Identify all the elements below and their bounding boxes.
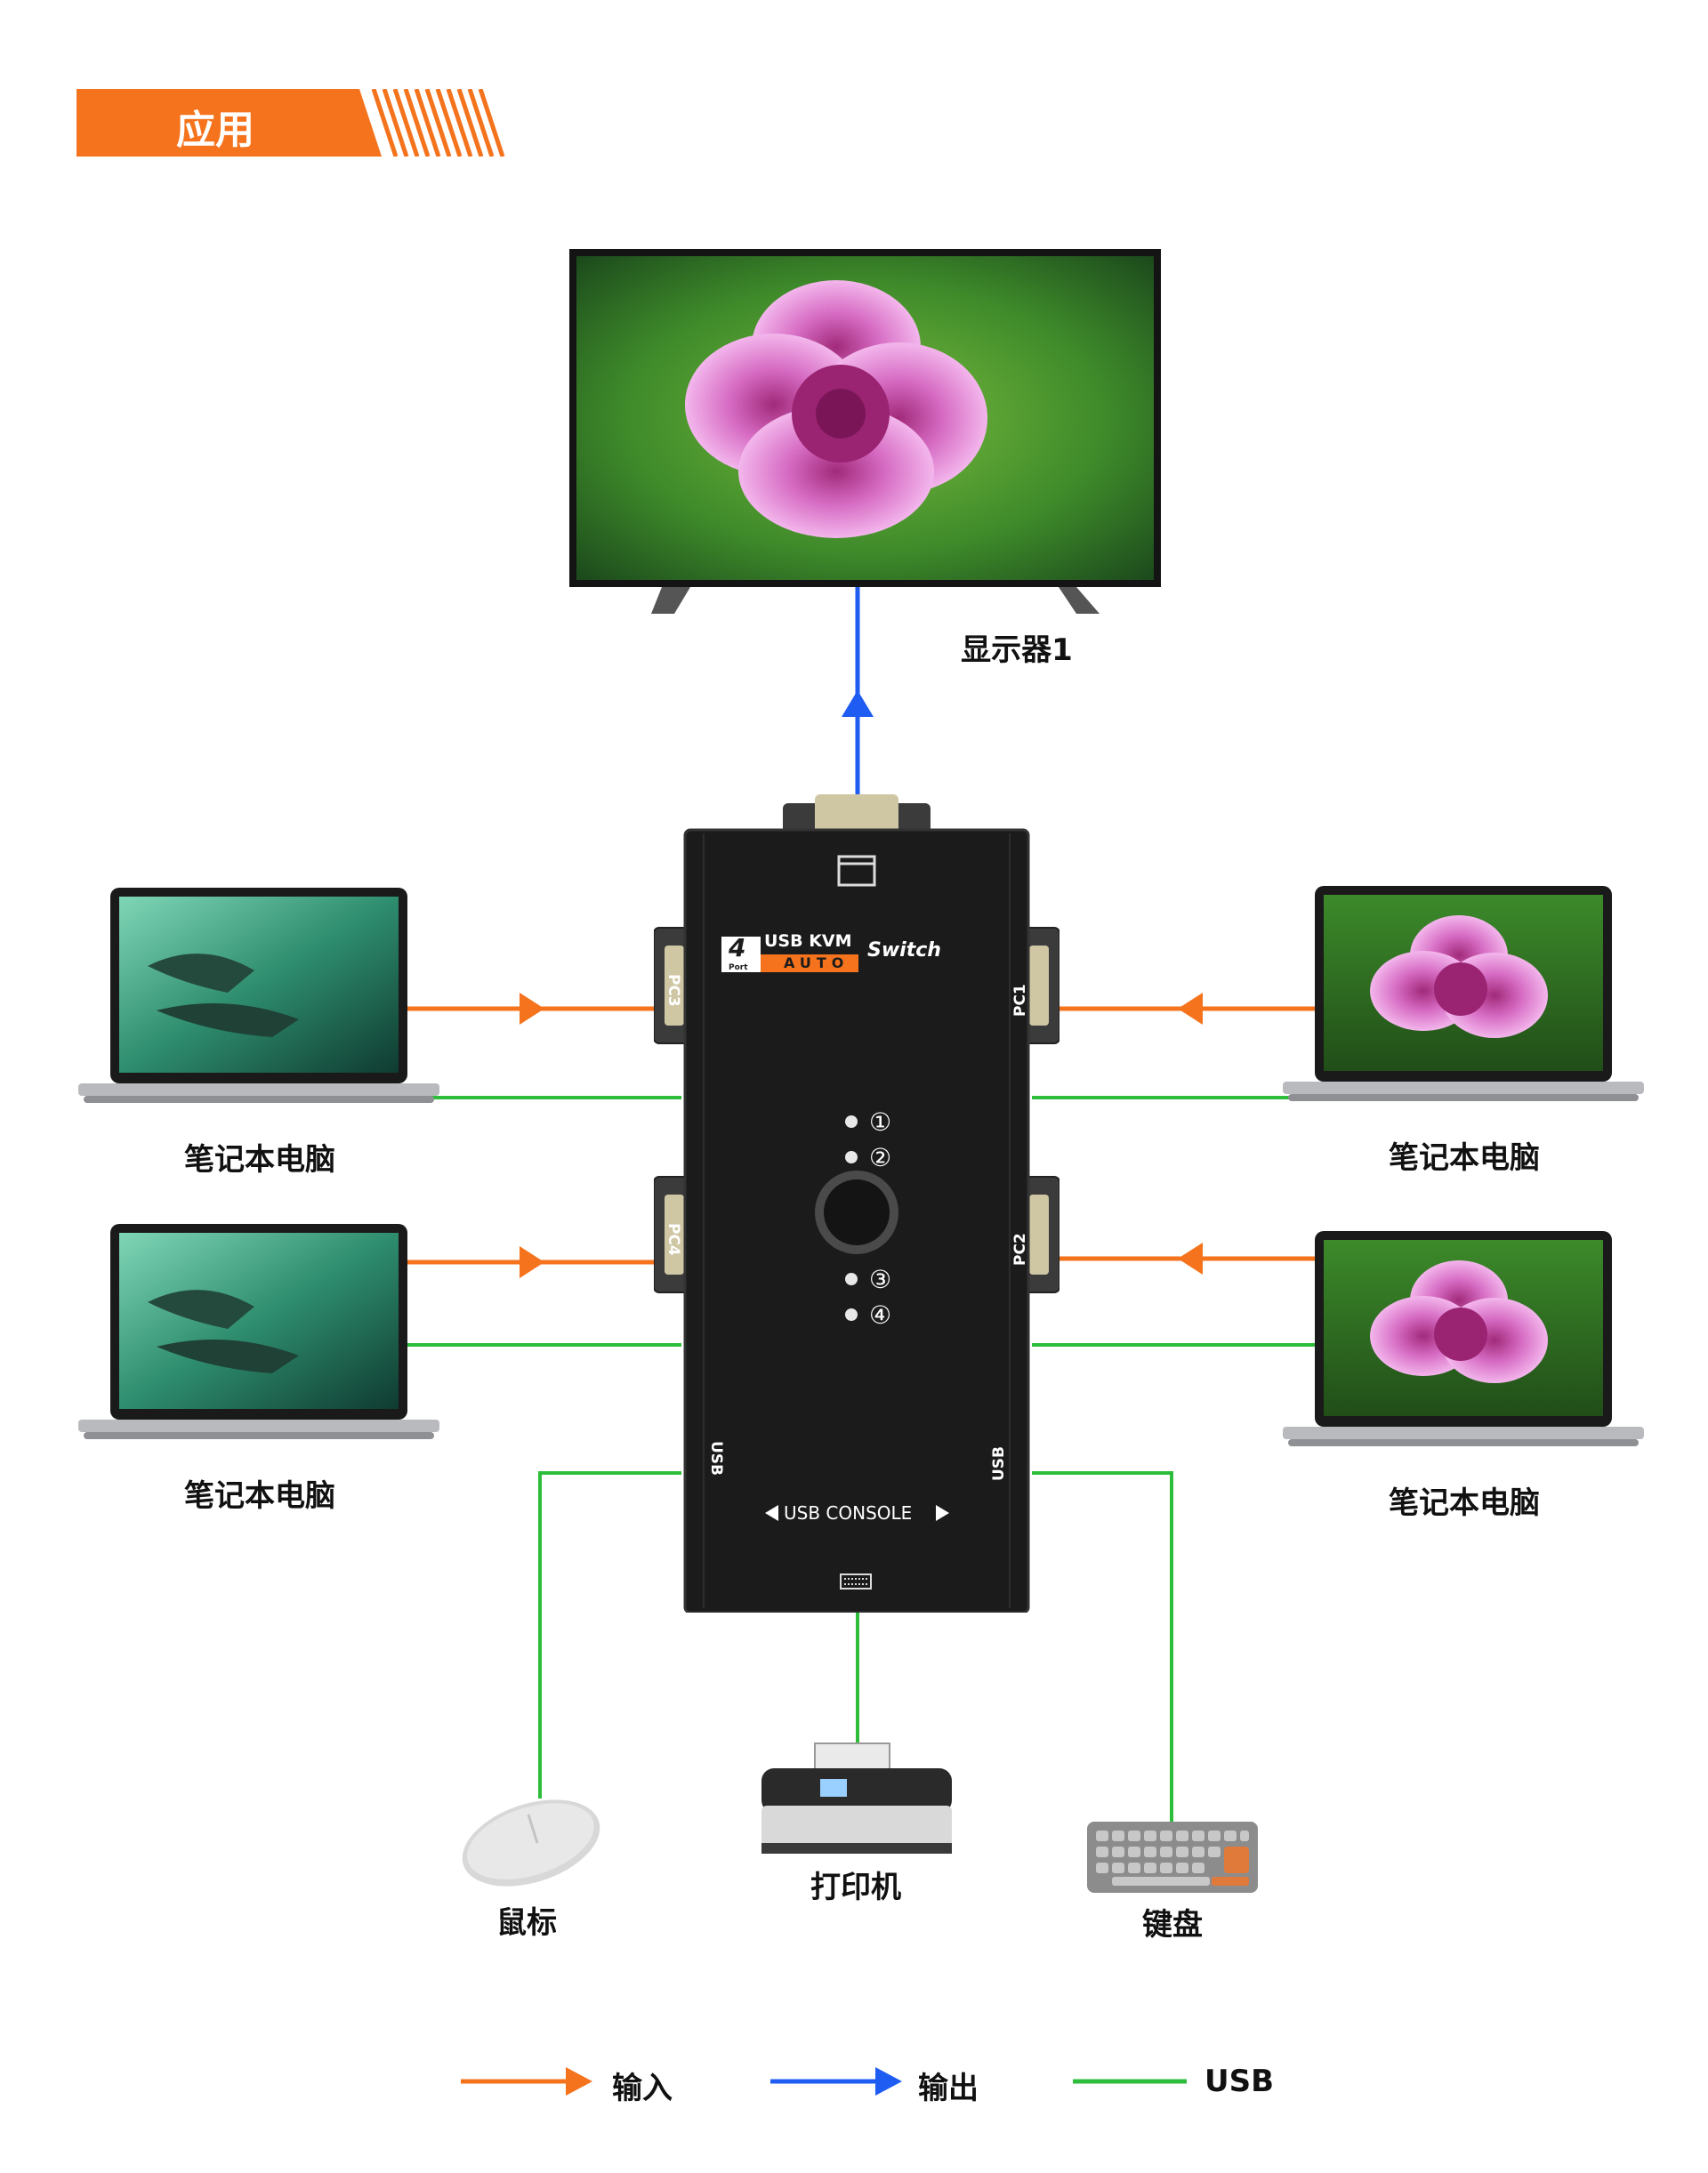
laptop-label-top-left: 笔记本电脑 <box>184 1142 335 1178</box>
keyboard-label: 键盘 <box>1142 1907 1203 1943</box>
logo-number: 4 <box>729 933 746 962</box>
output-arrowhead <box>842 690 874 717</box>
header-bar-shape <box>77 88 505 157</box>
legend-swatches <box>461 2067 1187 2096</box>
port-label-usb-right: USB <box>990 1445 1008 1481</box>
laptop-bottom-left <box>77 1222 441 1458</box>
port-label-pc2: PC2 <box>1011 1233 1029 1266</box>
port-label-usb-left: USB <box>707 1441 725 1477</box>
usb-line-keyboard <box>1032 1471 1173 1825</box>
printer-icon <box>758 1742 955 1855</box>
model-line1: USB KVM <box>764 931 852 951</box>
led-label-3: ③ <box>869 1265 892 1294</box>
console-arrow-left-icon <box>765 1505 778 1521</box>
port-label-pc3: PC3 <box>665 974 682 1007</box>
console-label: USB CONSOLE <box>784 1502 913 1524</box>
status-leds <box>845 1115 858 1321</box>
model-line2: AUTO <box>784 954 850 971</box>
console-arrow-right-icon <box>936 1505 949 1521</box>
led-label-1: ① <box>869 1107 892 1137</box>
laptop-top-left <box>77 886 441 1122</box>
monitor-flower <box>685 280 987 538</box>
laptop-label-bottom-right: 笔记本电脑 <box>1389 1485 1540 1521</box>
laptop-label-top-right: 笔记本电脑 <box>1389 1140 1540 1176</box>
printer-label: 打印机 <box>810 1870 901 1905</box>
led-label-4: ④ <box>869 1300 892 1330</box>
port-label-pc1: PC1 <box>1011 984 1029 1017</box>
legend-usb-label: USB <box>1204 2064 1275 2099</box>
keyboard-port-icon <box>840 1573 872 1590</box>
logo-port: Port <box>729 963 748 972</box>
laptop-top-right <box>1281 884 1646 1120</box>
legend-output-label: 输出 <box>918 2071 979 2106</box>
usb-line-mouse <box>538 1471 681 1799</box>
laptop-bottom-right <box>1281 1229 1646 1465</box>
keyboard-icon <box>1087 1822 1258 1893</box>
monitor-label: 显示器1 <box>961 632 1073 668</box>
mouse-label: 鼠标 <box>496 1905 557 1941</box>
kvm-switch: 4 Port USB KVM AUTO Switch PC3 PC4 PC1 P… <box>653 794 1060 1614</box>
switch-word: Switch <box>867 939 941 962</box>
kvm-logo <box>721 937 858 972</box>
legend: 输入 输出 USB <box>0 2055 1708 2108</box>
header-title: 应用 <box>176 108 254 153</box>
led-label-2: ② <box>869 1143 892 1172</box>
laptop-label-bottom-left: 笔记本电脑 <box>184 1478 335 1514</box>
header-bar: 应用 <box>77 88 509 157</box>
monitor-port-icon <box>837 855 876 887</box>
mouse-icon <box>455 1797 607 1895</box>
port-label-pc4: PC4 <box>665 1223 682 1256</box>
legend-input-label: 输入 <box>612 2071 673 2106</box>
monitor <box>569 249 1161 623</box>
